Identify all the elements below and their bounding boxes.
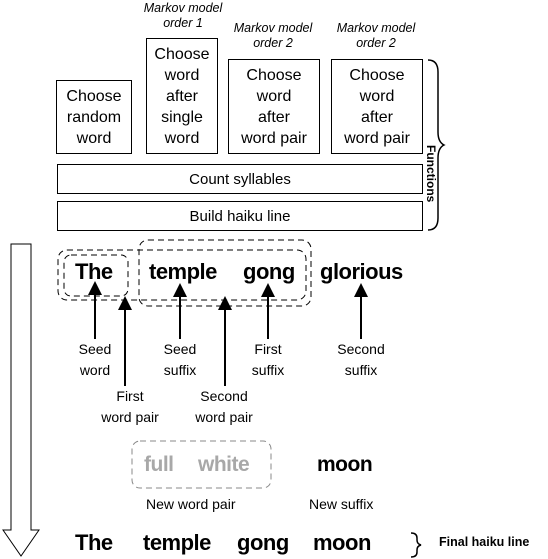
- label-seed-suffix: Seed suffix: [163, 341, 197, 378]
- caption-order2-b: Markov model order 2: [336, 21, 416, 50]
- box-choose-single-text: Choose word after single word: [154, 45, 210, 147]
- label-new-suffix: New suffix: [309, 496, 374, 512]
- box-count-syllables-text: Count syllables: [189, 170, 291, 188]
- caption-order1: Markov model order 1: [143, 1, 223, 30]
- final-word-temple: temple: [143, 530, 211, 555]
- word-white: white: [198, 453, 250, 476]
- label-first-suffix: First suffix: [251, 341, 285, 378]
- final-word-moon: moon: [313, 530, 371, 555]
- label-first-pair: First word pair: [101, 388, 159, 425]
- final-brace: [410, 532, 422, 558]
- word-temple: temple: [149, 259, 217, 284]
- label-second-pair: Second word pair: [195, 388, 253, 425]
- word-full: full: [144, 453, 174, 476]
- label-second-suffix: Second suffix: [337, 341, 385, 378]
- functions-brace: [427, 59, 446, 231]
- box-choose-pair-a-text: Choose word after word pair: [241, 66, 307, 147]
- caption-order2-a: Markov model order 2: [233, 21, 313, 50]
- word-moon: moon: [317, 453, 373, 476]
- label-seed-word: Seed word: [78, 341, 112, 378]
- suffix-pair-box: [138, 239, 312, 307]
- label-new-pair: New word pair: [146, 496, 236, 512]
- word-glorious: glorious: [320, 259, 403, 284]
- final-word-gong: gong: [237, 530, 289, 555]
- box-choose-random: Choose random word: [56, 80, 132, 154]
- box-build-line: Build haiku line: [57, 201, 423, 231]
- final-word-the: The: [75, 530, 113, 555]
- box-choose-pair-a: Choose word after word pair: [228, 59, 320, 154]
- box-choose-pair-b-text: Choose word after word pair: [344, 66, 410, 147]
- pair-box-outer: [57, 249, 307, 301]
- new-pair-box: [131, 440, 272, 489]
- functions-label: Functions: [424, 145, 438, 203]
- box-choose-pair-b: Choose word after word pair: [331, 59, 423, 154]
- final-haiku-label: Final haiku line: [439, 535, 530, 549]
- box-count-syllables: Count syllables: [57, 164, 423, 194]
- box-choose-random-text: Choose random word: [66, 87, 122, 147]
- box-choose-single: Choose word after single word: [146, 38, 218, 154]
- flow-arrow: [2, 243, 40, 557]
- word-the: The: [75, 259, 113, 284]
- word-gong: gong: [243, 259, 295, 284]
- box-build-line-text: Build haiku line: [189, 207, 291, 225]
